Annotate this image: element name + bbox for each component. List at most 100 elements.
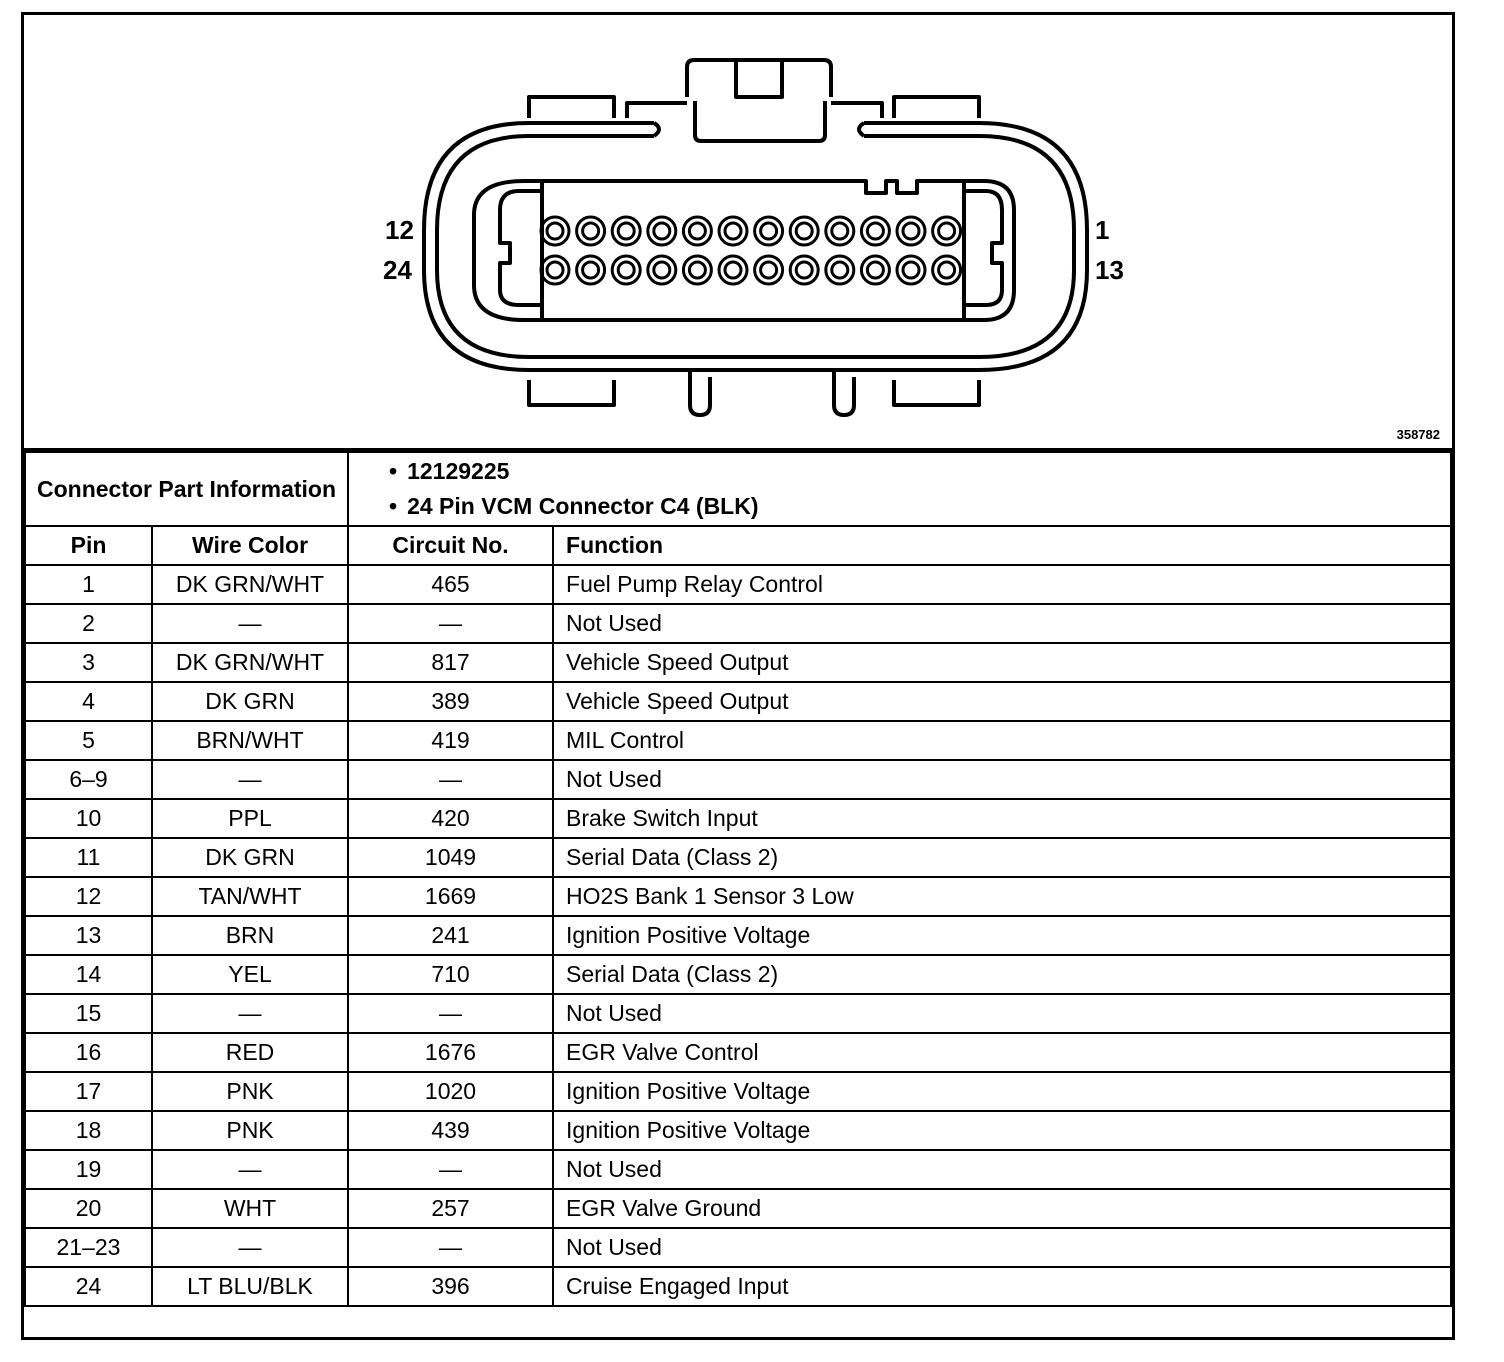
- pin-cavity: [575, 215, 607, 247]
- pin-cavity: [794, 221, 814, 241]
- cell-circuit: 1020: [347, 1071, 555, 1112]
- pin-cavity: [895, 254, 927, 286]
- pin-cavity: [901, 260, 921, 280]
- pin-cavity: [830, 260, 850, 280]
- pinout-table: Connector Part Information 12129225 24 P…: [23, 451, 1452, 1307]
- table-row: 19——Not Used: [24, 1149, 1452, 1190]
- cell-pin: 10: [24, 798, 153, 839]
- table-row: 2——Not Used: [24, 603, 1452, 644]
- table-row: 15——Not Used: [24, 993, 1452, 1034]
- pin-cavity: [865, 221, 885, 241]
- pin-cavity: [830, 221, 850, 241]
- cell-pin: 1: [24, 564, 153, 605]
- pin-cavity: [788, 254, 820, 286]
- cell-pin: 11: [24, 837, 153, 878]
- header-circuit: Circuit No.: [347, 525, 555, 566]
- pin-cavity: [575, 254, 607, 286]
- cell-wire-color: —: [150, 993, 350, 1034]
- pin-cavity: [937, 260, 957, 280]
- connector-pinout-frame: 12 24 1 13 358782 Connector Part Informa…: [21, 12, 1455, 1340]
- table-header-row: Pin Wire Color Circuit No. Function: [24, 525, 1452, 566]
- pin-cavity: [788, 215, 820, 247]
- cell-pin: 18: [24, 1110, 153, 1151]
- figure-id: 358782: [1396, 427, 1440, 442]
- cell-function: Serial Data (Class 2): [552, 954, 1452, 995]
- cell-pin: 4: [24, 681, 153, 722]
- pin-cavity: [753, 215, 785, 247]
- table-row: 6–9——Not Used: [24, 759, 1452, 800]
- cell-function: HO2S Bank 1 Sensor 3 Low: [552, 876, 1452, 917]
- pin-cavity: [681, 215, 713, 247]
- cell-pin: 15: [24, 993, 153, 1034]
- cell-circuit: 710: [347, 954, 555, 995]
- cell-circuit: —: [347, 759, 555, 800]
- cell-circuit: 1049: [347, 837, 555, 878]
- cell-circuit: 396: [347, 1266, 555, 1307]
- cell-pin: 17: [24, 1071, 153, 1112]
- pin-cavity: [931, 215, 963, 247]
- pin-cavity: [723, 221, 743, 241]
- cell-wire-color: —: [150, 603, 350, 644]
- pin-label-24: 24: [383, 255, 412, 285]
- pin-cavity: [753, 254, 785, 286]
- pin-cavity: [859, 215, 891, 247]
- cell-pin: 21–23: [24, 1227, 153, 1268]
- cell-function: Ignition Positive Voltage: [552, 1110, 1452, 1151]
- cell-wire-color: —: [150, 759, 350, 800]
- cell-circuit: 465: [347, 564, 555, 605]
- cell-function: Brake Switch Input: [552, 798, 1452, 839]
- cell-wire-color: DK GRN/WHT: [150, 642, 350, 683]
- connector-description: 24 Pin VCM Connector C4 (BLK): [389, 489, 1450, 524]
- cell-circuit: —: [347, 993, 555, 1034]
- pin-cavity: [824, 215, 856, 247]
- cell-pin: 12: [24, 876, 153, 917]
- cell-function: EGR Valve Control: [552, 1032, 1452, 1073]
- table-row: 21–23——Not Used: [24, 1227, 1452, 1268]
- cell-function: Fuel Pump Relay Control: [552, 564, 1452, 605]
- cell-circuit: 439: [347, 1110, 555, 1151]
- cell-pin: 16: [24, 1032, 153, 1073]
- cell-wire-color: BRN: [150, 915, 350, 956]
- pin-cavity: [539, 254, 571, 286]
- pin-label-1: 1: [1095, 215, 1110, 245]
- cell-wire-color: —: [150, 1149, 350, 1190]
- pin-cavity: [652, 221, 672, 241]
- cell-function: Not Used: [552, 603, 1452, 644]
- pin-cavity: [723, 260, 743, 280]
- cell-function: Cruise Engaged Input: [552, 1266, 1452, 1307]
- cell-wire-color: BRN/WHT: [150, 720, 350, 761]
- cell-pin: 2: [24, 603, 153, 644]
- connector-diagram: 12 24 1 13 358782: [24, 15, 1452, 451]
- pin-cavity: [581, 260, 601, 280]
- pin-cavity: [824, 254, 856, 286]
- cell-pin: 3: [24, 642, 153, 683]
- connector-info-label: Connector Part Information: [23, 451, 350, 527]
- cell-wire-color: WHT: [150, 1188, 350, 1229]
- header-pin: Pin: [24, 525, 153, 566]
- cell-function: Ignition Positive Voltage: [552, 1071, 1452, 1112]
- pin-cavity: [581, 221, 601, 241]
- cell-function: Vehicle Speed Output: [552, 681, 1452, 722]
- pin-cavity: [646, 254, 678, 286]
- cell-wire-color: PPL: [150, 798, 350, 839]
- cell-function: Ignition Positive Voltage: [552, 915, 1452, 956]
- cell-circuit: 419: [347, 720, 555, 761]
- cell-wire-color: DK GRN: [150, 837, 350, 878]
- cell-circuit: —: [347, 1149, 555, 1190]
- pin-cavity: [646, 215, 678, 247]
- pin-cavity: [610, 215, 642, 247]
- cell-wire-color: RED: [150, 1032, 350, 1073]
- cell-circuit: 389: [347, 681, 555, 722]
